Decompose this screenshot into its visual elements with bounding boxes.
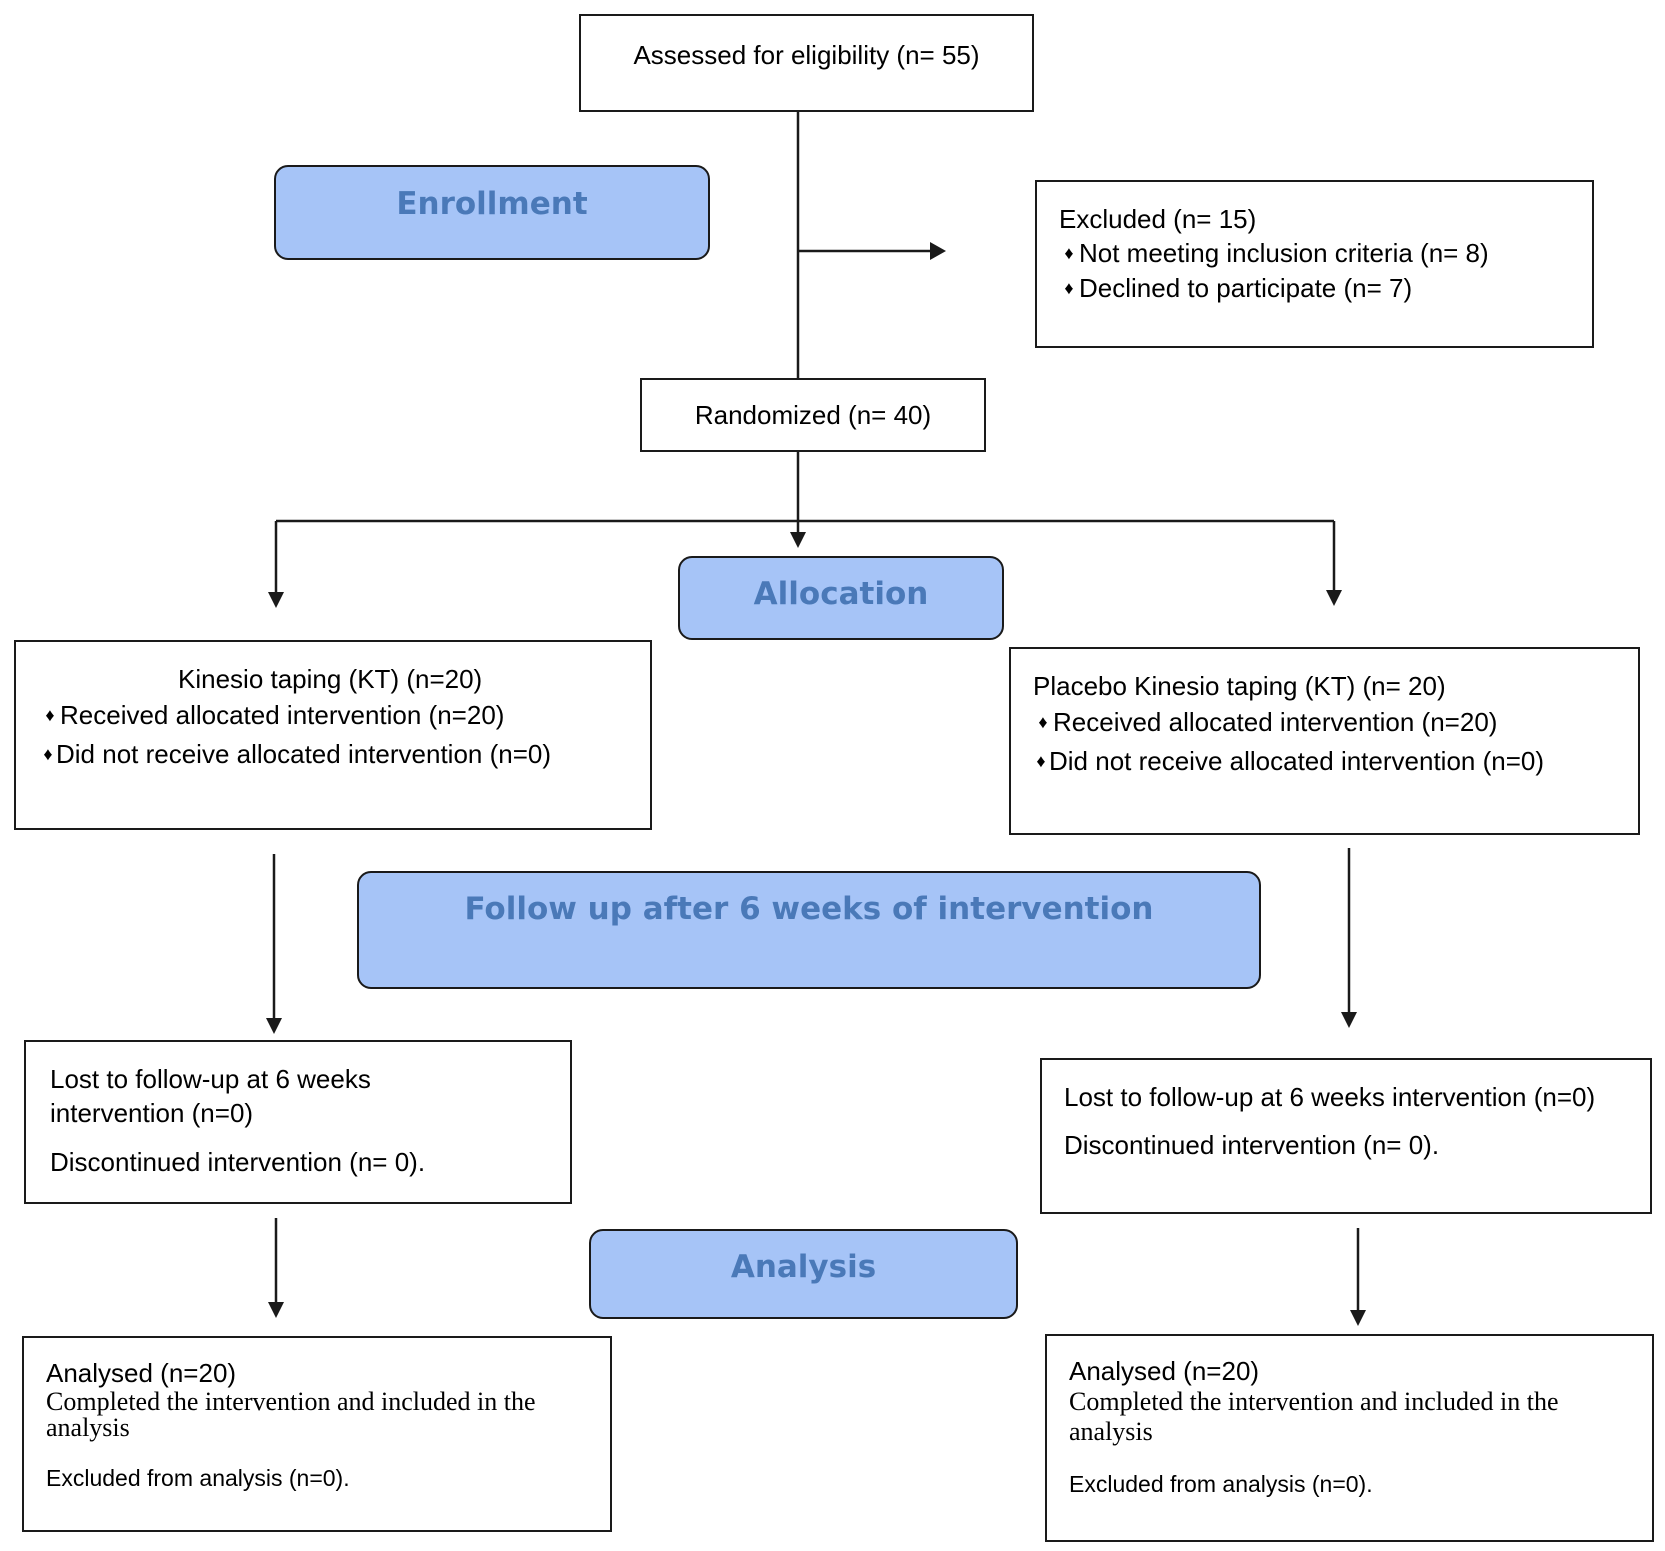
bullet-icon: ♦: [1064, 277, 1074, 298]
right-followup-arrowhead: [1341, 1012, 1357, 1028]
placebo-analysed: Analysed (n=20): [1069, 1356, 1260, 1386]
right-analysis-arrowhead: [1350, 1310, 1366, 1326]
left-followup-arrowhead: [266, 1018, 282, 1034]
excluded-box: Excluded (n= 15) ♦Not meeting inclusion …: [1035, 180, 1594, 348]
placebo-followup-box: Lost to follow-up at 6 weeks interventio…: [1040, 1058, 1652, 1214]
enrollment-stage: Enrollment: [274, 165, 710, 260]
assessed-box: Assessed for eligibility (n= 55): [579, 14, 1034, 112]
kt-analysed: Analysed (n=20): [46, 1358, 237, 1388]
follow-up-stage: Follow up after 6 weeks of intervention: [357, 871, 1261, 989]
kt-lost: Lost to follow-up at 6 weeks interventio…: [50, 1064, 371, 1129]
kt-not-received: ♦Did not receive allocated intervention …: [40, 737, 650, 771]
bullet-icon: ♦: [43, 743, 53, 764]
kt-excluded-analysis: Excluded from analysis (n=0).: [46, 1465, 350, 1492]
bullet-icon: ♦: [1064, 243, 1074, 264]
analysis-stage: Analysis: [589, 1229, 1018, 1319]
excluded-item: ♦Declined to participate (n= 7): [1059, 271, 1592, 305]
assessed-text: Assessed for eligibility (n= 55): [633, 40, 980, 70]
placebo-title: Placebo Kinesio taping (KT) (n= 20): [1033, 671, 1446, 701]
placebo-not-received: ♦Did not receive allocated intervention …: [1033, 744, 1638, 778]
analysis-label: Analysis: [730, 1249, 877, 1285]
randomized-arrowhead: [790, 532, 806, 548]
follow-up-label: Follow up after 6 weeks of intervention: [464, 891, 1154, 927]
placebo-excluded-analysis: Excluded from analysis (n=0).: [1069, 1470, 1373, 1497]
kt-followup-box: Lost to follow-up at 6 weeks interventio…: [24, 1040, 572, 1204]
placebo-allocation-box: Placebo Kinesio taping (KT) (n= 20) ♦Rec…: [1009, 647, 1640, 835]
left-analysis-arrowhead: [268, 1302, 284, 1318]
kt-title: Kinesio taping (KT) (n=20): [178, 664, 483, 694]
bullet-icon: ♦: [1038, 712, 1048, 733]
kt-completed: Completed the intervention and included …: [46, 1387, 536, 1443]
kt-discontinued: Discontinued intervention (n= 0).: [50, 1146, 426, 1177]
placebo-analysis-box: Analysed (n=20) Completed the interventi…: [1045, 1334, 1654, 1542]
randomized-box: Randomized (n= 40): [640, 378, 986, 452]
placebo-discontinued: Discontinued intervention (n= 0).: [1064, 1130, 1440, 1161]
placebo-lost: Lost to follow-up at 6 weeks interventio…: [1064, 1082, 1596, 1112]
excluded-title: Excluded (n= 15): [1059, 204, 1257, 234]
randomized-text: Randomized (n= 40): [694, 400, 932, 430]
bullet-icon: ♦: [1036, 750, 1046, 771]
excluded-arrowhead: [930, 242, 946, 260]
enrollment-label: Enrollment: [396, 186, 588, 222]
placebo-completed: Completed the intervention and included …: [1069, 1387, 1559, 1447]
allocation-stage: Allocation: [678, 556, 1004, 640]
kt-allocation-box: Kinesio taping (KT) (n=20) ♦Received all…: [14, 640, 652, 830]
placebo-received: ♦Received allocated intervention (n=20): [1033, 705, 1638, 739]
split-left-arrowhead: [268, 592, 284, 608]
bullet-icon: ♦: [45, 705, 55, 726]
kt-received: ♦Received allocated intervention (n=20): [40, 698, 650, 732]
kt-analysis-box: Analysed (n=20) Completed the interventi…: [22, 1336, 612, 1532]
split-right-arrowhead: [1326, 590, 1342, 606]
excluded-item: ♦Not meeting inclusion criteria (n= 8): [1059, 236, 1592, 270]
allocation-label: Allocation: [753, 576, 929, 612]
